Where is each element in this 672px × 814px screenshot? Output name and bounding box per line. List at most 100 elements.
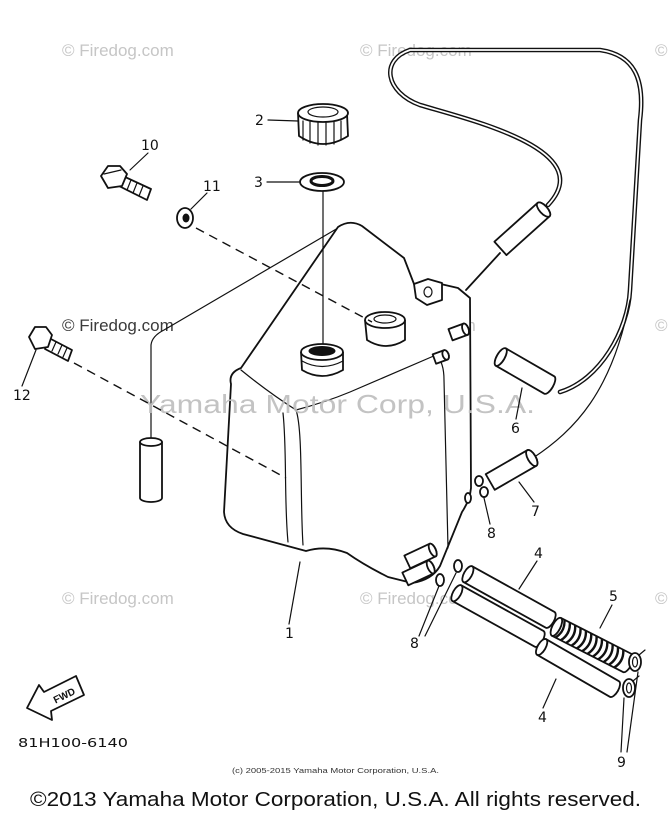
leader-4 [518,560,538,590]
vent-neck-rim [364,311,406,329]
callout-label-8: 8 [487,526,496,542]
tank-vent-hose-line [150,227,339,443]
clamp-tab [638,649,646,656]
callout-label-1: 1 [285,626,294,642]
leader-6 [515,387,523,420]
fitting-end [427,542,438,558]
tank-outlet-fitting [401,559,436,587]
hose-end [461,565,475,584]
vent-neck-opening [373,314,397,324]
tube-end [139,437,163,447]
bolt-12 [28,326,73,362]
gasket-hole [309,175,335,187]
leader-1 [288,561,301,625]
callout-label-12: 12 [13,388,31,404]
callout-label-4: 4 [534,546,543,562]
callout-label-4: 4 [538,710,547,726]
bolt-10 [100,165,152,201]
callout-label-3: 3 [254,175,263,191]
cap-top-center [307,106,339,118]
leader-5 [599,604,613,629]
callout-label-2: 2 [255,113,264,129]
tube-end [525,449,539,467]
watermark-firedog-edge: © [655,41,668,60]
o-ring [479,486,489,498]
leader-10 [129,152,149,171]
leader-8 [483,497,491,525]
clamp-tab [632,675,640,682]
watermark-firedog: © Firedog.com [62,589,174,608]
callout-label-6: 6 [511,421,520,437]
leader-8 [418,572,457,637]
tank-bracket [413,278,443,306]
callout-label-9: 9 [617,755,626,771]
leader-4 [542,678,557,709]
bolt-head-edge [103,169,122,175]
clamp-hole [625,682,633,694]
bolt-thread [126,179,144,197]
hose-connector-line [465,252,501,291]
hose-4-upper [461,565,557,629]
clamp-9 [622,675,640,698]
bolt-head [28,326,53,350]
callout-label-7: 7 [531,504,540,520]
leader-9 [620,671,639,753]
spring-end [549,616,564,637]
oil-tank [223,221,472,587]
o-ring [453,559,463,573]
watermark-firedog-edge: © [655,589,668,608]
hose-end [450,584,464,603]
watermark-firedog-edge: © [655,316,668,335]
callout-leaders [21,119,639,753]
hose-joint-tube [493,201,552,256]
clamp-hole [631,656,639,668]
hose-loop-inner [389,49,643,393]
tank-nozzle [447,322,470,342]
o-ring [474,475,484,487]
hose-6 [493,347,557,395]
tube-end [535,201,552,218]
vent-hose-loop [150,47,644,459]
nozzle-end [441,349,450,361]
washer-hole [182,213,190,223]
callout-label-10: 10 [141,138,159,154]
nozzle-end [461,322,470,336]
tube-end [493,347,508,367]
fitting-end [425,559,436,575]
bracket-hole [423,286,433,298]
tank-recess-edge [282,412,289,543]
watermark-layer: © Firedog.com © Firedog.com © © Firedog.… [62,41,668,608]
washer-11 [176,207,194,229]
tank-nozzle [431,349,450,365]
watermark-firedog: © Firedog.com [360,589,472,608]
leader-2 [267,119,299,122]
callout-label-8: 8 [410,636,419,652]
clamp-9 [628,649,646,672]
tube-body [139,441,163,503]
callout-labels: 1 2 3 4 4 5 6 7 8 8 9 10 11 12 [13,113,626,771]
watermark-firedog: © Firedog.com [62,316,174,335]
fwd-arrow: FWD [26,675,85,721]
hose-7 [484,449,539,491]
watermark-yamaha: Yamaha Motor Corp, U.S.A. [140,389,535,419]
vent-tube [139,437,163,503]
hose-end [535,638,549,656]
hose-4-lower [535,638,621,698]
diagram-code: 81H100-6140 [18,736,128,750]
tank-recess-edge [295,409,304,546]
bolt-head [100,165,128,189]
o-rings-8 [435,475,489,587]
assembly-lines [73,190,373,479]
clamp-ring [628,652,642,672]
callout-label-5: 5 [609,589,618,605]
gasket-outer [299,172,345,192]
bolt-assembly-line [73,362,287,479]
watermark-firedog: © Firedog.com [62,41,174,60]
cap-gasket [299,172,345,192]
washer-assembly-line [195,227,373,323]
filler-neck-opening [308,346,336,356]
footer-copyright: ©2013 Yamaha Motor Corporation, U.S.A. A… [30,789,641,811]
leader-7 [518,481,535,503]
